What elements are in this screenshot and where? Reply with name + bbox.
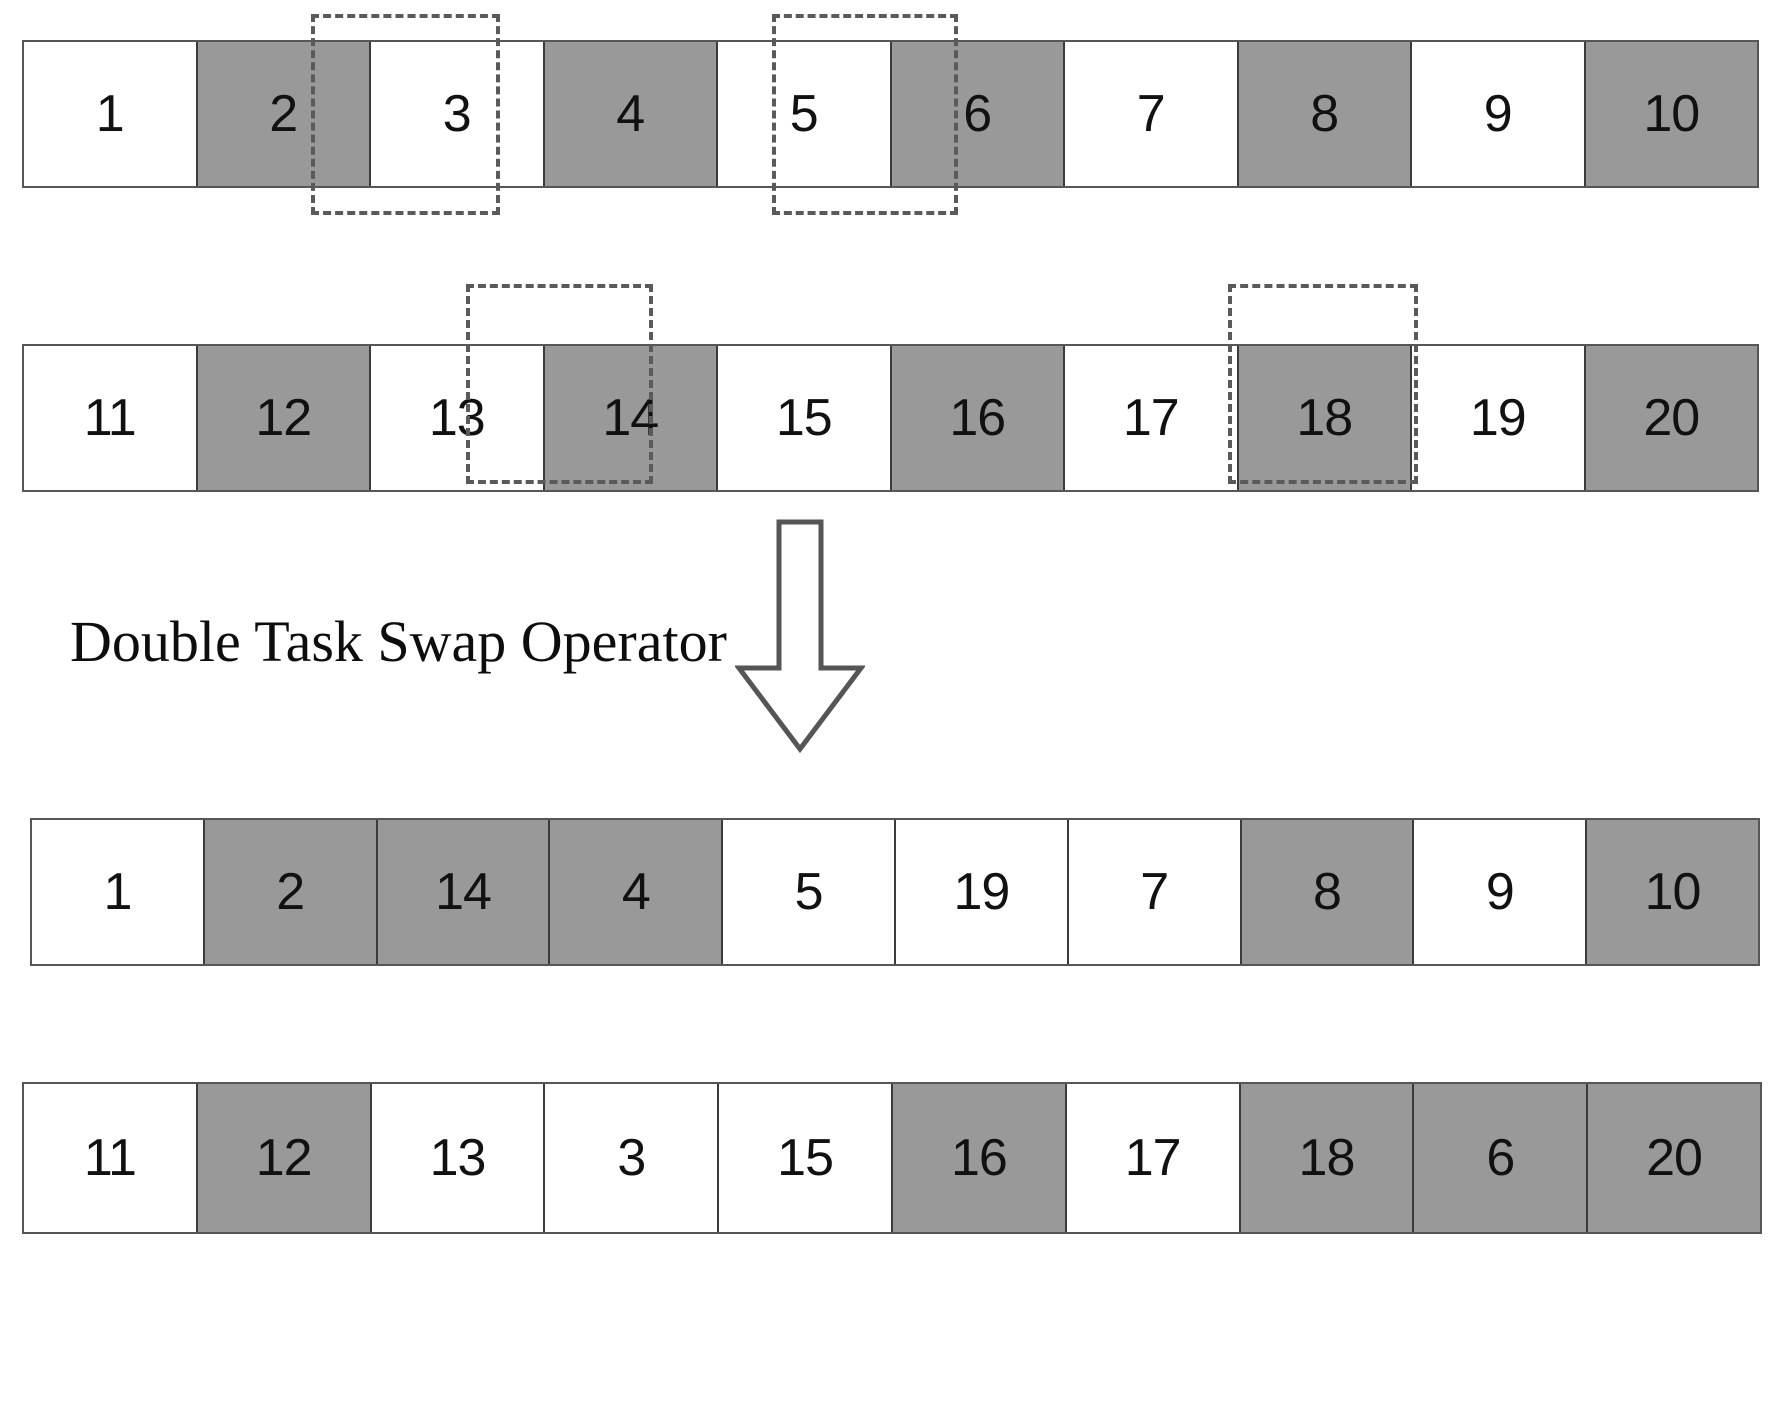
task-cell[interactable]: 14 <box>377 820 551 964</box>
task-cell[interactable]: 19 <box>895 820 1069 964</box>
task-cell[interactable]: 6 <box>891 42 1065 186</box>
task-cell[interactable]: 9 <box>1412 42 1586 186</box>
task-cell[interactable]: 16 <box>891 346 1065 490</box>
task-cell[interactable]: 11 <box>24 346 198 490</box>
task-cell[interactable]: 2 <box>204 820 378 964</box>
task-cell[interactable]: 14 <box>544 346 718 490</box>
task-cell[interactable]: 2 <box>197 42 371 186</box>
task-cell[interactable]: 3 <box>545 1084 720 1232</box>
task-cell[interactable]: 15 <box>719 1084 893 1232</box>
task-cell[interactable]: 4 <box>550 820 724 964</box>
operator-label: Double Task Swap Operator <box>70 609 727 674</box>
task-cell[interactable]: 3 <box>371 42 545 186</box>
task-cell[interactable]: 18 <box>1238 346 1412 490</box>
task-cell[interactable]: 6 <box>1414 1084 1589 1232</box>
task-cell[interactable]: 1 <box>24 42 198 186</box>
down-arrow-svg <box>733 519 867 754</box>
task-cell[interactable]: 5 <box>723 820 896 964</box>
down-arrow-shape <box>733 519 867 754</box>
task-cell[interactable]: 20 <box>1588 1084 1760 1232</box>
task-cell[interactable]: 8 <box>1241 820 1415 964</box>
task-cell[interactable]: 17 <box>1066 1084 1241 1232</box>
task-cell[interactable]: 13 <box>371 346 545 490</box>
down-arrow-icon <box>733 518 867 754</box>
task-cell[interactable]: 7 <box>1065 42 1239 186</box>
task-cell[interactable]: 1 <box>32 820 205 964</box>
task-cell[interactable]: 20 <box>1585 346 1757 490</box>
task-cell[interactable]: 13 <box>371 1084 546 1232</box>
task-cell[interactable]: 11 <box>24 1084 198 1232</box>
task-cell[interactable]: 16 <box>892 1084 1067 1232</box>
task-cell[interactable]: 18 <box>1240 1084 1415 1232</box>
task-cell[interactable]: 17 <box>1065 346 1239 490</box>
task-cell[interactable]: 5 <box>718 42 892 186</box>
task-cell[interactable]: 7 <box>1068 820 1242 964</box>
task-cell[interactable]: 15 <box>718 346 892 490</box>
task-cell[interactable]: 10 <box>1587 820 1758 964</box>
task-cell[interactable]: 9 <box>1414 820 1588 964</box>
task-cell[interactable]: 4 <box>544 42 718 186</box>
task-cell[interactable]: 19 <box>1412 346 1586 490</box>
task-cell[interactable]: 10 <box>1585 42 1757 186</box>
task-cell[interactable]: 8 <box>1238 42 1412 186</box>
task-cell[interactable]: 12 <box>197 346 371 490</box>
task-cell[interactable]: 12 <box>197 1084 372 1232</box>
